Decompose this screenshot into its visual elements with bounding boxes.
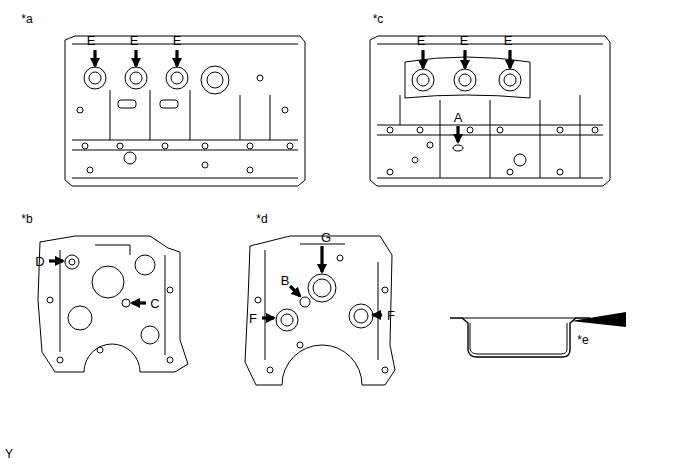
view-tag: *d xyxy=(256,212,267,227)
callout-letter: F xyxy=(249,311,257,326)
callout-letter: E xyxy=(173,33,182,48)
section-pointer xyxy=(571,312,626,327)
view-tag: *a xyxy=(21,12,32,27)
view-tag: *b xyxy=(21,212,32,227)
callout-letter: C xyxy=(150,296,159,311)
callout-letter: E xyxy=(417,33,426,48)
callout-letter: G xyxy=(321,230,331,245)
callout-letter: D xyxy=(35,254,44,269)
oil-pan-section-e xyxy=(450,318,590,357)
view-tag: *c xyxy=(373,12,384,27)
callout-letter: F xyxy=(387,308,395,323)
callout-arrows xyxy=(49,50,510,318)
cylinder-block-view-c xyxy=(370,36,610,186)
corner-mark: Y xyxy=(5,447,13,462)
timing-case-view-b xyxy=(38,236,188,372)
callout-letter: E xyxy=(460,33,469,48)
callout-letter: B xyxy=(281,273,290,288)
callout-letter: E xyxy=(504,33,513,48)
timing-case-view-d xyxy=(245,236,395,385)
callout-letter: A xyxy=(454,110,463,125)
cylinder-block-view-a xyxy=(65,36,305,186)
view-tag: *e xyxy=(577,333,588,348)
callout-letter: E xyxy=(87,33,96,48)
callout-letter: E xyxy=(130,33,139,48)
